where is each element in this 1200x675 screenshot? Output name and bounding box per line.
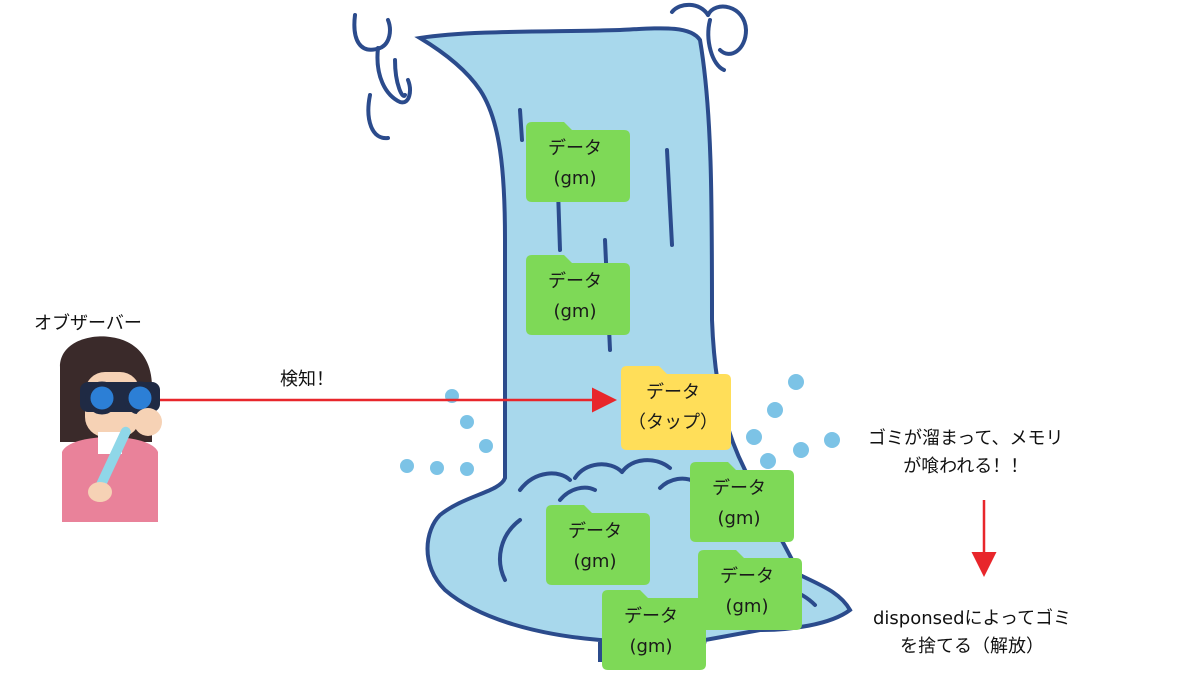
folder-icon bbox=[621, 366, 731, 450]
folder-icon bbox=[546, 505, 650, 585]
folder-icon bbox=[526, 122, 630, 202]
memory-leak-note-line2: が喰われる！！ bbox=[903, 456, 1029, 477]
folder-subtitle: （タップ） bbox=[628, 412, 718, 433]
folder-icon bbox=[602, 590, 706, 670]
folder-title: データ bbox=[548, 138, 602, 159]
data-folder-1: データ (gm) bbox=[520, 120, 630, 202]
folder-title: データ bbox=[548, 271, 602, 292]
folder-subtitle: (gm) bbox=[553, 168, 597, 189]
tap-folder: データ （タップ） bbox=[615, 364, 731, 450]
folder-title: データ bbox=[624, 606, 678, 627]
folder-subtitle: (gm) bbox=[725, 596, 769, 617]
observer-figure bbox=[60, 336, 162, 522]
folder-title: データ bbox=[720, 566, 774, 587]
folder-title: データ bbox=[712, 478, 766, 499]
folder-subtitle: (gm) bbox=[629, 636, 673, 657]
folder-icon bbox=[690, 462, 794, 542]
data-folder-4: データ (gm) bbox=[540, 503, 650, 585]
folder-title: データ bbox=[568, 521, 622, 542]
observer-label: オブザーバー bbox=[34, 313, 142, 334]
folder-subtitle: (gm) bbox=[573, 551, 617, 572]
data-folder-2: データ (gm) bbox=[520, 253, 630, 335]
folder-icon bbox=[526, 255, 630, 335]
dispose-note: disponsedによってゴミ を捨てる（解放） bbox=[873, 605, 1071, 661]
data-folder-6: データ (gm) bbox=[596, 588, 706, 670]
detect-label: 検知！ bbox=[280, 369, 334, 390]
folder-subtitle: (gm) bbox=[717, 508, 761, 529]
memory-leak-note: ゴミが溜まって、メモリ が喰われる！！ bbox=[868, 425, 1063, 481]
data-folder-3: データ (gm) bbox=[684, 460, 794, 542]
data-folder-5: データ (gm) bbox=[692, 548, 802, 630]
folder-title: データ bbox=[646, 382, 700, 403]
dispose-note-line1: disponsedによってゴミ bbox=[873, 608, 1072, 629]
memory-leak-note-line1: ゴミが溜まって、メモリ bbox=[868, 428, 1064, 449]
dispose-note-line2: を捨てる（解放） bbox=[900, 636, 1045, 657]
folder-subtitle: (gm) bbox=[553, 301, 597, 322]
folder-icon bbox=[698, 550, 802, 630]
